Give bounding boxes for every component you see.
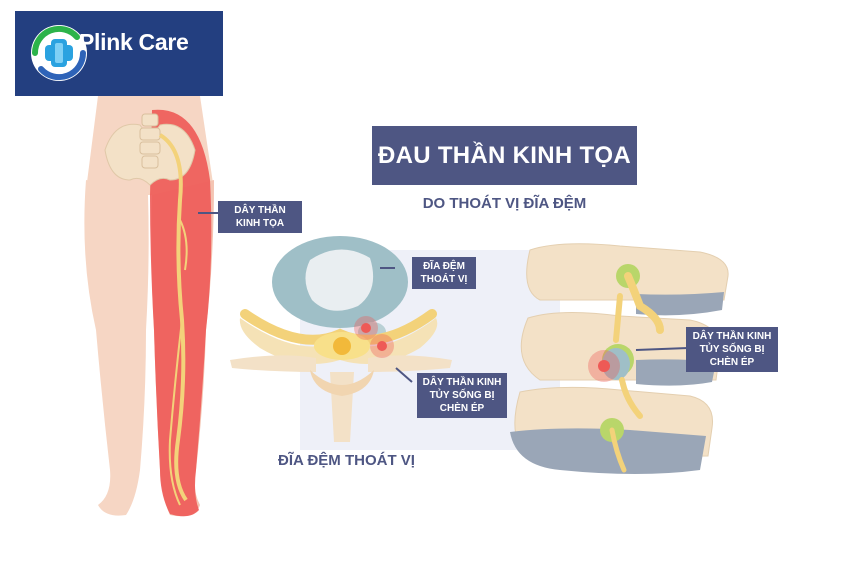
label-line: THOÁT VỊ <box>420 274 468 285</box>
pointer-nerve-side <box>635 347 689 351</box>
label-sciatic-nerve: DÂY THẦN KINH TỌA <box>218 201 302 233</box>
brand-name: Plink Care <box>79 29 189 55</box>
label-line: CHÈN ÉP <box>439 403 485 414</box>
label-compressed-nerve-side: DÂY THẦN KINH TỦY SỐNG BỊ CHÈN ÉP <box>686 327 778 372</box>
plink-care-icon <box>31 25 87 81</box>
label-line: KINH TỌA <box>235 218 285 229</box>
label-compressed-nerve-cross: DÂY THẦN KINH TỦY SỐNG BỊ CHÈN ÉP <box>417 373 507 418</box>
label-line: DÂY THẦN KINH <box>692 331 772 342</box>
body-figure <box>84 96 214 517</box>
page-title: ĐAU THẦN KINH TỌA <box>372 126 637 185</box>
caption-herniated-disc: ĐĨA ĐỆM THOÁT VỊ <box>278 452 415 469</box>
spine-cross-section <box>230 236 452 442</box>
label-line: TỦY SỐNG BỊ <box>699 344 765 355</box>
label-line: DÂY THẦN <box>234 205 286 216</box>
pointer-nerve-cross <box>395 367 413 383</box>
brand-logo <box>15 11 223 96</box>
label-line: ĐĨA ĐỆM <box>423 261 465 272</box>
label-herniated-disc: ĐĨA ĐỆM THOÁT VỊ <box>412 257 476 289</box>
spine-side-view <box>510 243 729 474</box>
page-subtitle: DO THOÁT VỊ ĐĨA ĐỆM <box>422 195 587 212</box>
label-line: TỦY SỐNG BỊ <box>429 390 495 401</box>
label-line: CHÈN ÉP <box>709 357 755 368</box>
label-line: DÂY THẦN KINH <box>422 377 502 388</box>
